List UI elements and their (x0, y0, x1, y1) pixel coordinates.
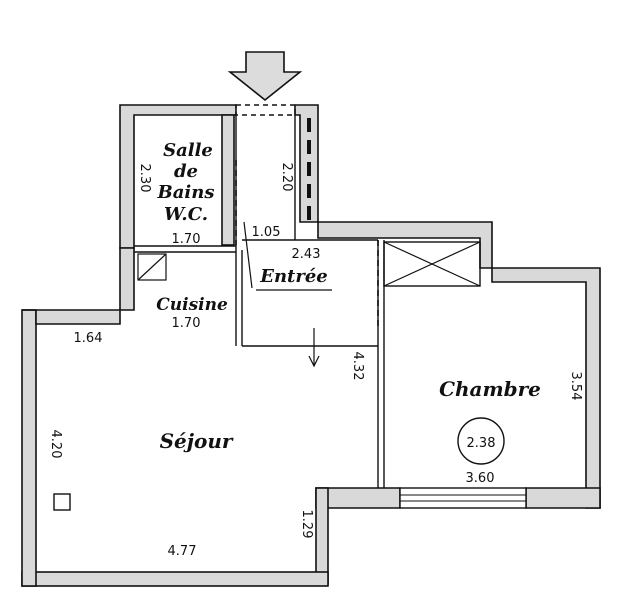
dim-sejour-bottom: 4.77 (168, 544, 197, 559)
outer-walls (21, 104, 601, 587)
depth-arrow-icon (308, 328, 320, 368)
room-label-salle-line1: Salle (163, 140, 213, 161)
dim-bath-width: 1.70 (172, 232, 201, 247)
entree-mark (243, 221, 253, 289)
dim-entree-width: 2.43 (292, 247, 321, 262)
dim-cuisine-width: 1.70 (172, 316, 201, 331)
entrance-arrow-icon (227, 51, 303, 102)
room-label-chambre: Chambre (439, 377, 541, 401)
dim-entree-depth: 4.32 (350, 352, 365, 381)
dim-chambre-height: 3.54 (568, 372, 583, 401)
height-circle (457, 417, 505, 465)
dim-corridor-height: 2.20 (279, 163, 294, 192)
dim-corridor-width: 1.05 (252, 225, 281, 240)
kitchen-fixture (137, 253, 167, 281)
room-label-cuisine: Cuisine (156, 295, 228, 315)
dim-chambre-width: 3.60 (466, 471, 495, 486)
room-label-salle-line4: W.C. (164, 204, 208, 225)
room-label-entree: Entrée (259, 266, 328, 287)
dim-sejour-top: 1.64 (74, 331, 103, 346)
dim-bath-height: 2.30 (137, 164, 152, 193)
chambre-height-value: 2.38 (467, 436, 496, 451)
dim-sejour-right-notch: 1.29 (299, 510, 314, 539)
wardrobe (383, 241, 481, 287)
window (399, 487, 527, 509)
entrance-door (235, 104, 296, 116)
room-label-salle-line3: Bains (157, 182, 215, 203)
chimney-square (53, 493, 71, 511)
dim-sejour-left: 4.20 (48, 430, 63, 459)
room-label-salle-line2: de (174, 161, 198, 182)
room-label-sejour: Séjour (160, 429, 234, 453)
